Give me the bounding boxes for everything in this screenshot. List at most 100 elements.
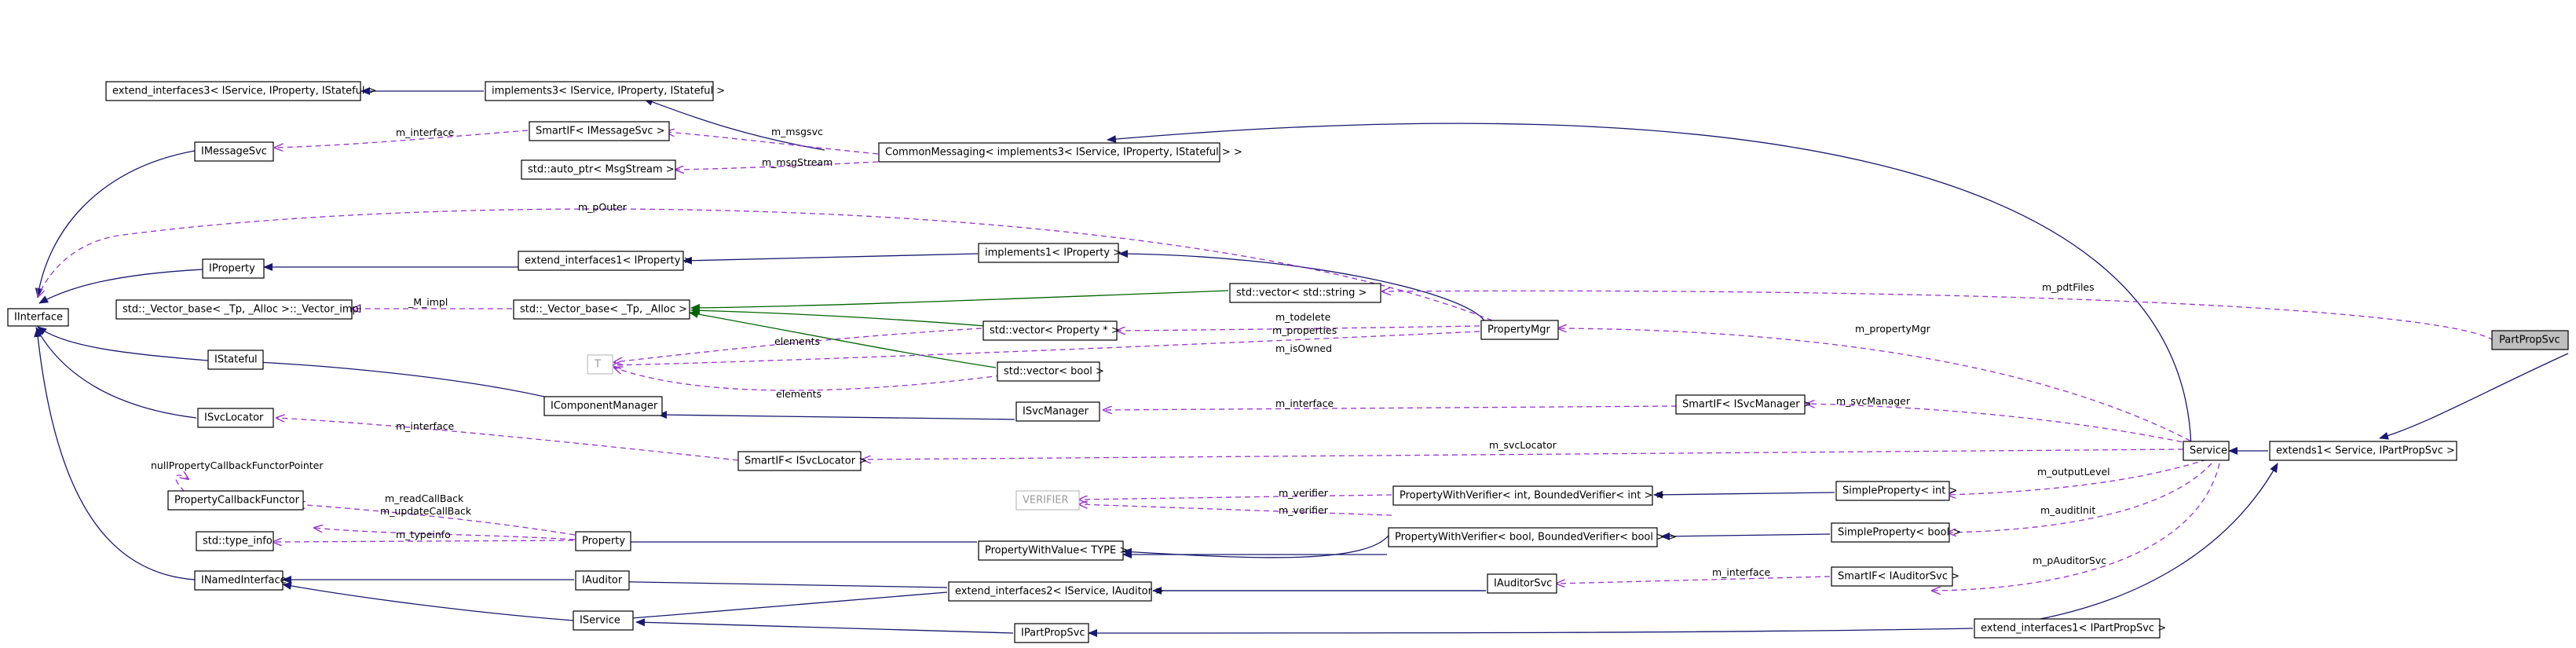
class-node-commonmessaging[interactable]: CommonMessaging< implements3< IService, …: [878, 142, 1242, 163]
class-node-partpropsvc[interactable]: PartPropSvc: [2491, 330, 2569, 350]
class-node-t[interactable]: T: [587, 354, 613, 375]
edge-label: m_propertyMgr: [1855, 323, 1931, 335]
class-node-vector-impl[interactable]: std::_Vector_base< _Tp, _Alloc >::_Vecto…: [115, 299, 361, 320]
edge-label: m_isOwned: [1275, 342, 1332, 354]
svg-text:extends1< Service, IPartPropSv: extends1< Service, IPartPropSvc >: [2276, 445, 2455, 457]
edge-label: elements: [776, 388, 821, 400]
svg-text:extend_interfaces1< IProperty: extend_interfaces1< IProperty >: [525, 255, 692, 267]
edge-label: m_updateCallBack: [380, 505, 472, 517]
svg-text:PropertyWithValue< TYPE >: PropertyWithValue< TYPE >: [985, 545, 1128, 557]
class-node-extend-interfaces1-ipartpropsvc[interactable]: extend_interfaces1< IPartPropSvc >: [1974, 618, 2166, 639]
class-node-extend-interfaces2[interactable]: extend_interfaces2< IService, IAuditor >: [948, 581, 1164, 602]
class-node-istateful[interactable]: IStateful: [207, 350, 264, 370]
class-node-smartif-isvclocator[interactable]: SmartIF< ISvcLocator >: [737, 451, 867, 471]
svg-text:SmartIF< ISvcLocator >: SmartIF< ISvcLocator >: [745, 456, 867, 467]
class-node-propertywithverifier-int[interactable]: PropertyWithVerifier< int, BoundedVerifi…: [1392, 485, 1664, 506]
template-edges: [689, 290, 1229, 368]
svg-text:IPartPropSvc: IPartPropSvc: [1021, 628, 1085, 639]
inheritance-edges: [34, 87, 2569, 637]
class-node-vector-property[interactable]: std::vector< Property * >: [982, 320, 1120, 341]
class-node-imessagesvc[interactable]: IMessageSvc: [194, 141, 274, 162]
svg-text:implements1< IProperty >: implements1< IProperty >: [985, 247, 1122, 259]
class-node-icomponentmanager[interactable]: IComponentManager: [543, 396, 663, 416]
svg-text:PropertyCallbackFunctor: PropertyCallbackFunctor: [174, 495, 300, 507]
class-node-verifier[interactable]: VERIFIER: [1015, 490, 1080, 511]
class-node-iauditor[interactable]: IAuditor: [575, 570, 630, 591]
svg-text:PropertyMgr: PropertyMgr: [1487, 324, 1550, 336]
class-node-smartif-imessagesvc[interactable]: SmartIF< IMessageSvc >: [529, 121, 670, 141]
class-node-iinterface[interactable]: IInterface: [7, 308, 69, 327]
svg-text:extend_interfaces2< IService,: extend_interfaces2< IService, IAuditor >: [955, 586, 1164, 598]
svg-text:PropertyWithVerifier< bool, Bo: PropertyWithVerifier< bool, BoundedVerif…: [1395, 532, 1677, 544]
svg-text:PropertyWithVerifier< int, Bou: PropertyWithVerifier< int, BoundedVerifi…: [1400, 490, 1664, 502]
class-node-propertymgr[interactable]: PropertyMgr: [1480, 320, 1559, 340]
class-node-extend-interfaces3[interactable]: extend_interfaces3< IService, IProperty,…: [105, 81, 377, 101]
svg-text:std::_Vector_base< _Tp, _Alloc: std::_Vector_base< _Tp, _Alloc >: [520, 304, 687, 316]
svg-text:ISvcManager: ISvcManager: [1023, 406, 1089, 418]
svg-text:std::auto_ptr< MsgStream >: std::auto_ptr< MsgStream >: [528, 164, 675, 176]
class-node-vector-string[interactable]: std::vector< std::string >: [1229, 283, 1381, 303]
edge-label: m_verifier: [1279, 504, 1329, 516]
class-nodes: IInterface extend_interfaces3< IService,…: [7, 81, 2569, 643]
svg-text:IInterface: IInterface: [14, 312, 63, 324]
class-node-iauditorsvc[interactable]: IAuditorSvc: [1487, 573, 1557, 594]
class-node-simpleproperty-int[interactable]: SimpleProperty< int >: [1835, 481, 1957, 501]
edge-label: m_typeinfo: [396, 529, 451, 540]
class-node-implements3[interactable]: implements3< IService, IProperty, IState…: [485, 81, 725, 101]
class-node-smartif-isvcmanager[interactable]: SmartIF< ISvcManager >: [1675, 394, 1812, 415]
edge-label: m_todelete: [1275, 311, 1331, 323]
svg-text:IAuditorSvc: IAuditorSvc: [1494, 578, 1552, 590]
edge-label: m_pOuter: [578, 201, 628, 213]
edge-label: m_svcLocator: [1489, 439, 1557, 451]
svg-text:IMessageSvc: IMessageSvc: [201, 146, 267, 158]
svg-text:SmartIF< IAuditorSvc >: SmartIF< IAuditorSvc >: [1838, 571, 1959, 583]
svg-text:T: T: [594, 359, 601, 371]
edge-label: elements: [774, 335, 820, 347]
edge-label: m_msgsvc: [771, 126, 823, 137]
svg-text:CommonMessaging< implements3<: CommonMessaging< implements3< IService, …: [885, 147, 1242, 159]
class-node-propertywithverifier-bool[interactable]: PropertyWithVerifier< bool, BoundedVerif…: [1388, 527, 1677, 547]
edge-label: m_verifier: [1279, 487, 1329, 499]
edge-label: m_outputLevel: [2037, 466, 2110, 478]
class-node-vector-base[interactable]: std::_Vector_base< _Tp, _Alloc >: [513, 299, 690, 320]
svg-text:IAuditor: IAuditor: [582, 575, 623, 587]
class-node-implements1-iproperty[interactable]: implements1< IProperty >: [978, 243, 1122, 263]
class-node-simpleproperty-bool[interactable]: SimpleProperty< bool >: [1831, 522, 1961, 543]
class-node-extend-interfaces1-iproperty[interactable]: extend_interfaces1< IProperty >: [518, 251, 692, 271]
class-node-property[interactable]: Property: [575, 531, 631, 551]
class-node-propertywithvalue[interactable]: PropertyWithValue< TYPE >: [978, 540, 1128, 561]
svg-text:Property: Property: [582, 536, 625, 547]
class-node-propertycallbackfunctor[interactable]: PropertyCallbackFunctor: [167, 490, 304, 511]
edge-labels: m_interface m_msgsvc m_msgStream m_pOute…: [151, 126, 2110, 578]
class-node-ipartpropsvc[interactable]: IPartPropSvc: [1014, 623, 1089, 643]
svg-text:extend_interfaces1< IPartPropS: extend_interfaces1< IPartPropSvc >: [1981, 623, 2166, 635]
edge-label: m_svcManager: [1836, 395, 1911, 407]
svg-text:SmartIF< ISvcManager >: SmartIF< ISvcManager >: [1682, 399, 1812, 411]
class-node-isvcmanager[interactable]: ISvcManager: [1015, 401, 1100, 422]
svg-text:std::vector< bool >: std::vector< bool >: [1004, 366, 1104, 378]
class-node-iproperty[interactable]: IProperty: [202, 258, 265, 279]
svg-text:std::vector< Property * >: std::vector< Property * >: [990, 325, 1120, 337]
svg-text:Service: Service: [2190, 445, 2227, 457]
svg-text:implements3< IService, IProper: implements3< IService, IProperty, IState…: [492, 86, 725, 97]
svg-text:PartPropSvc: PartPropSvc: [2499, 335, 2560, 346]
class-node-auto-ptr-msgstream[interactable]: std::auto_ptr< MsgStream >: [521, 159, 676, 180]
edge-label: m_auditInit: [2040, 504, 2095, 516]
svg-text:SimpleProperty< int >: SimpleProperty< int >: [1842, 485, 1957, 497]
class-node-iservice[interactable]: IService: [573, 610, 634, 631]
svg-text:IComponentManager: IComponentManager: [551, 401, 658, 412]
class-node-inamedinterface[interactable]: INamedInterface: [194, 570, 287, 591]
class-node-extends1[interactable]: extends1< Service, IPartPropSvc >: [2269, 441, 2457, 461]
class-node-type-info[interactable]: std::type_info: [196, 531, 274, 551]
edge-label: _M_impl: [408, 296, 448, 308]
svg-text:IService: IService: [580, 615, 620, 627]
svg-text:INamedInterface: INamedInterface: [201, 575, 287, 587]
class-node-isvclocator[interactable]: ISvcLocator: [197, 408, 274, 428]
class-node-vector-bool[interactable]: std::vector< bool >: [997, 361, 1104, 382]
edge-label: m_properties: [1272, 324, 1337, 336]
class-node-smartif-iauditorsvc[interactable]: SmartIF< IAuditorSvc >: [1831, 566, 1959, 587]
svg-text:IStateful: IStateful: [214, 354, 258, 366]
class-node-service[interactable]: Service: [2183, 441, 2230, 461]
svg-text:std::vector< std::string >: std::vector< std::string >: [1236, 287, 1367, 299]
